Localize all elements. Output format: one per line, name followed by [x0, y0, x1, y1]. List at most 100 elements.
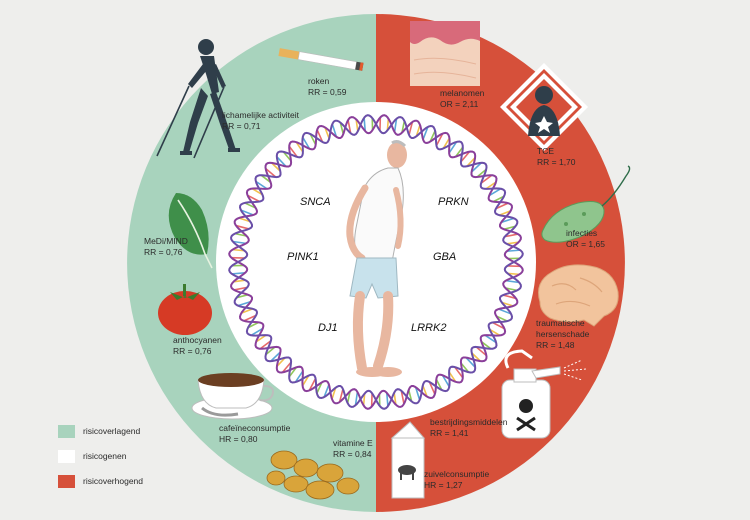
gene-dj1: DJ1 — [318, 322, 338, 334]
dna-base-pair — [460, 362, 470, 373]
factor-dairy-name: zuivelconsumptie — [424, 469, 489, 479]
dna-base-pair — [347, 119, 352, 134]
dna-base-pair — [255, 180, 268, 190]
factor-activity-value: RR = 0,71 — [222, 121, 261, 131]
legend: risicoverlagend risicogenen risicoverhog… — [58, 424, 143, 499]
dna-base-pair — [331, 123, 338, 138]
dna-base-pair — [362, 393, 366, 406]
factor-pesticides-value: RR = 1,41 — [430, 428, 469, 438]
nuts-icon — [266, 450, 360, 500]
dna-base-pair — [475, 346, 487, 357]
factor-brain-injury-name-line1: traumatische — [536, 318, 585, 328]
dna-base-pair — [308, 378, 317, 391]
dna-base-pair — [466, 156, 476, 167]
tomato-icon — [158, 284, 212, 335]
dna-base-pair — [247, 194, 260, 203]
dna-base-pair — [471, 162, 482, 173]
dna-base-pair — [505, 279, 520, 284]
dna-base-pair — [386, 118, 390, 131]
dna-base-pair — [235, 224, 250, 230]
legend-label-protective: risicoverlagend — [83, 426, 141, 436]
gene-snca: SNCA — [300, 196, 331, 208]
dna-base-pair — [422, 385, 428, 397]
factor-tce-value: RR = 1,70 — [537, 157, 576, 167]
dna-base-pair — [316, 129, 324, 143]
dna-base-pair — [500, 217, 515, 224]
dna-base-pair — [485, 181, 497, 190]
patient-figure — [346, 140, 407, 377]
dna-base-pair — [270, 351, 281, 362]
dna-base-pair — [429, 130, 436, 142]
dna-base-pair — [476, 168, 487, 178]
dna-base-pair — [265, 167, 277, 178]
factor-activity-name: lichamelijke activiteit — [222, 110, 300, 120]
dna-base-pair — [233, 279, 246, 283]
dna-base-pair — [288, 145, 298, 158]
dna-base-pair — [489, 328, 501, 337]
dna-base-pair — [385, 392, 389, 407]
dna-base-pair — [393, 392, 397, 405]
dna-base-pair — [233, 286, 248, 291]
factor-brain-injury-value: RR = 1,48 — [536, 340, 575, 350]
factor-pesticides-name: bestrijdingsmiddelen — [430, 417, 508, 427]
dna-base-pair — [454, 146, 464, 158]
dna-base-pair — [260, 174, 272, 184]
factor-vitamin-e-value: RR = 0,84 — [333, 449, 372, 459]
coffee-cup-icon — [191, 373, 274, 420]
dna-base-pair — [442, 137, 451, 149]
dna-base-pair — [471, 352, 482, 362]
dna-base-pair — [480, 340, 492, 350]
dna-base-pair — [281, 361, 292, 373]
dna-base-pair — [346, 391, 351, 404]
dna-base-pair — [363, 117, 367, 132]
nordic-walker-icon — [156, 39, 240, 159]
dna-base-pair — [393, 118, 398, 133]
dna-base-pair — [484, 334, 497, 344]
factor-vitamin-e-name: vitamine E — [333, 438, 373, 448]
dna-base-pair — [295, 141, 304, 153]
dna-base-pair — [250, 327, 264, 336]
dna-base-pair — [400, 390, 405, 405]
dna-base-pair — [435, 133, 444, 146]
dna-base-pair — [323, 384, 330, 398]
factor-caffeine-name: cafeïneconsumptie — [219, 423, 291, 433]
dna-base-pair — [338, 388, 344, 403]
gene-prkn: PRKN — [438, 196, 469, 208]
spinach-leaf-icon — [168, 193, 213, 269]
legend-item-protective: risicoverlagend — [58, 424, 143, 438]
dna-base-pair — [309, 133, 317, 145]
dna-base-pair — [355, 119, 359, 132]
milk-carton-icon — [390, 421, 426, 499]
hazard-symbol-icon — [500, 63, 588, 151]
factor-smoking-name: roken — [308, 76, 330, 86]
dna-base-pair — [505, 287, 518, 292]
dna-base-pair — [502, 294, 517, 300]
sprayer-icon — [501, 349, 587, 439]
dna-base-pair — [244, 202, 256, 209]
factor-infections-value: OR = 1,65 — [566, 239, 605, 249]
dna-base-pair — [231, 271, 246, 275]
factor-caffeine-value: HR = 0,80 — [219, 434, 258, 444]
dna-base-pair — [243, 314, 257, 322]
dna-base-pair — [428, 381, 436, 395]
dna-base-pair — [237, 300, 252, 307]
gene-pink1: PINK1 — [287, 251, 319, 263]
dna-base-pair — [232, 240, 247, 245]
legend-swatch-risk — [58, 474, 75, 488]
dna-base-pair — [331, 387, 337, 400]
gene-gba: GBA — [433, 251, 456, 263]
dna-base-pair — [498, 308, 512, 315]
dna-base-pair — [492, 321, 505, 330]
dna-base-pair — [259, 340, 272, 350]
dna-base-pair — [496, 315, 508, 322]
dna-base-pair — [251, 187, 263, 196]
cigarette-icon — [278, 48, 364, 71]
dna-base-pair — [480, 174, 493, 184]
factor-brain-injury-name-line2: hersenschade — [536, 329, 590, 339]
dna-base-pair — [282, 151, 292, 162]
dna-base-pair — [441, 374, 450, 388]
dna-base-pair — [276, 357, 286, 368]
dna-base-pair — [276, 156, 287, 167]
